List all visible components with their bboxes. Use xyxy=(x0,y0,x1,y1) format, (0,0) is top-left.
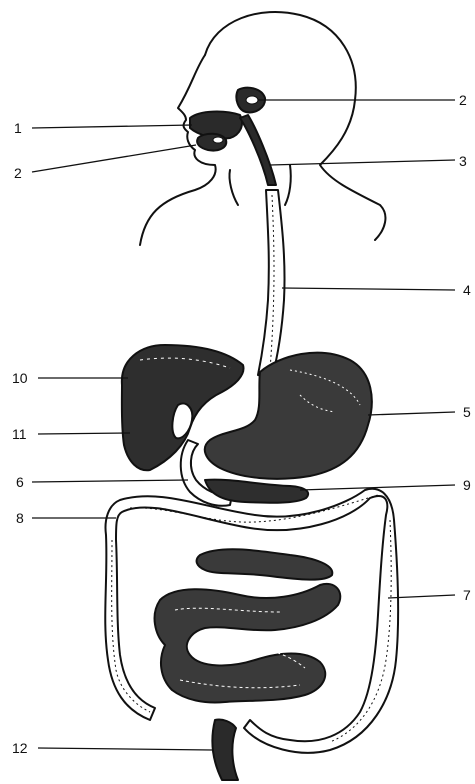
leader-5 xyxy=(368,412,455,415)
label-esophagus: 4 xyxy=(463,282,471,298)
leader-1 xyxy=(32,125,192,128)
leader-4 xyxy=(282,288,455,290)
label-pharynx: 3 xyxy=(459,153,467,169)
label-stomach: 5 xyxy=(463,404,471,420)
rectum xyxy=(212,719,238,780)
small-intestine xyxy=(155,549,341,702)
labels: 1 2 2 3 4 5 6 9 7 8 10 11 12 xyxy=(12,92,471,756)
label-salivary-gland-lower: 2 xyxy=(14,165,22,181)
leader-12 xyxy=(38,748,212,750)
label-pancreas: 9 xyxy=(463,477,471,493)
esophagus xyxy=(240,115,285,378)
leader-6 xyxy=(32,480,188,482)
label-liver: 10 xyxy=(12,370,28,386)
label-mouth: 1 xyxy=(14,120,22,136)
label-duodenum: 6 xyxy=(16,474,24,490)
leader-2-lower xyxy=(32,145,196,172)
label-rectum: 12 xyxy=(12,740,28,756)
label-colon-descending: 7 xyxy=(463,587,471,603)
gallbladder xyxy=(172,403,192,438)
leader-3 xyxy=(270,160,455,165)
label-colon-ascending: 8 xyxy=(16,510,24,526)
label-salivary-gland-upper: 2 xyxy=(459,92,467,108)
body-outline xyxy=(140,12,385,245)
leader-11 xyxy=(38,433,130,434)
label-gallbladder: 11 xyxy=(12,426,27,442)
